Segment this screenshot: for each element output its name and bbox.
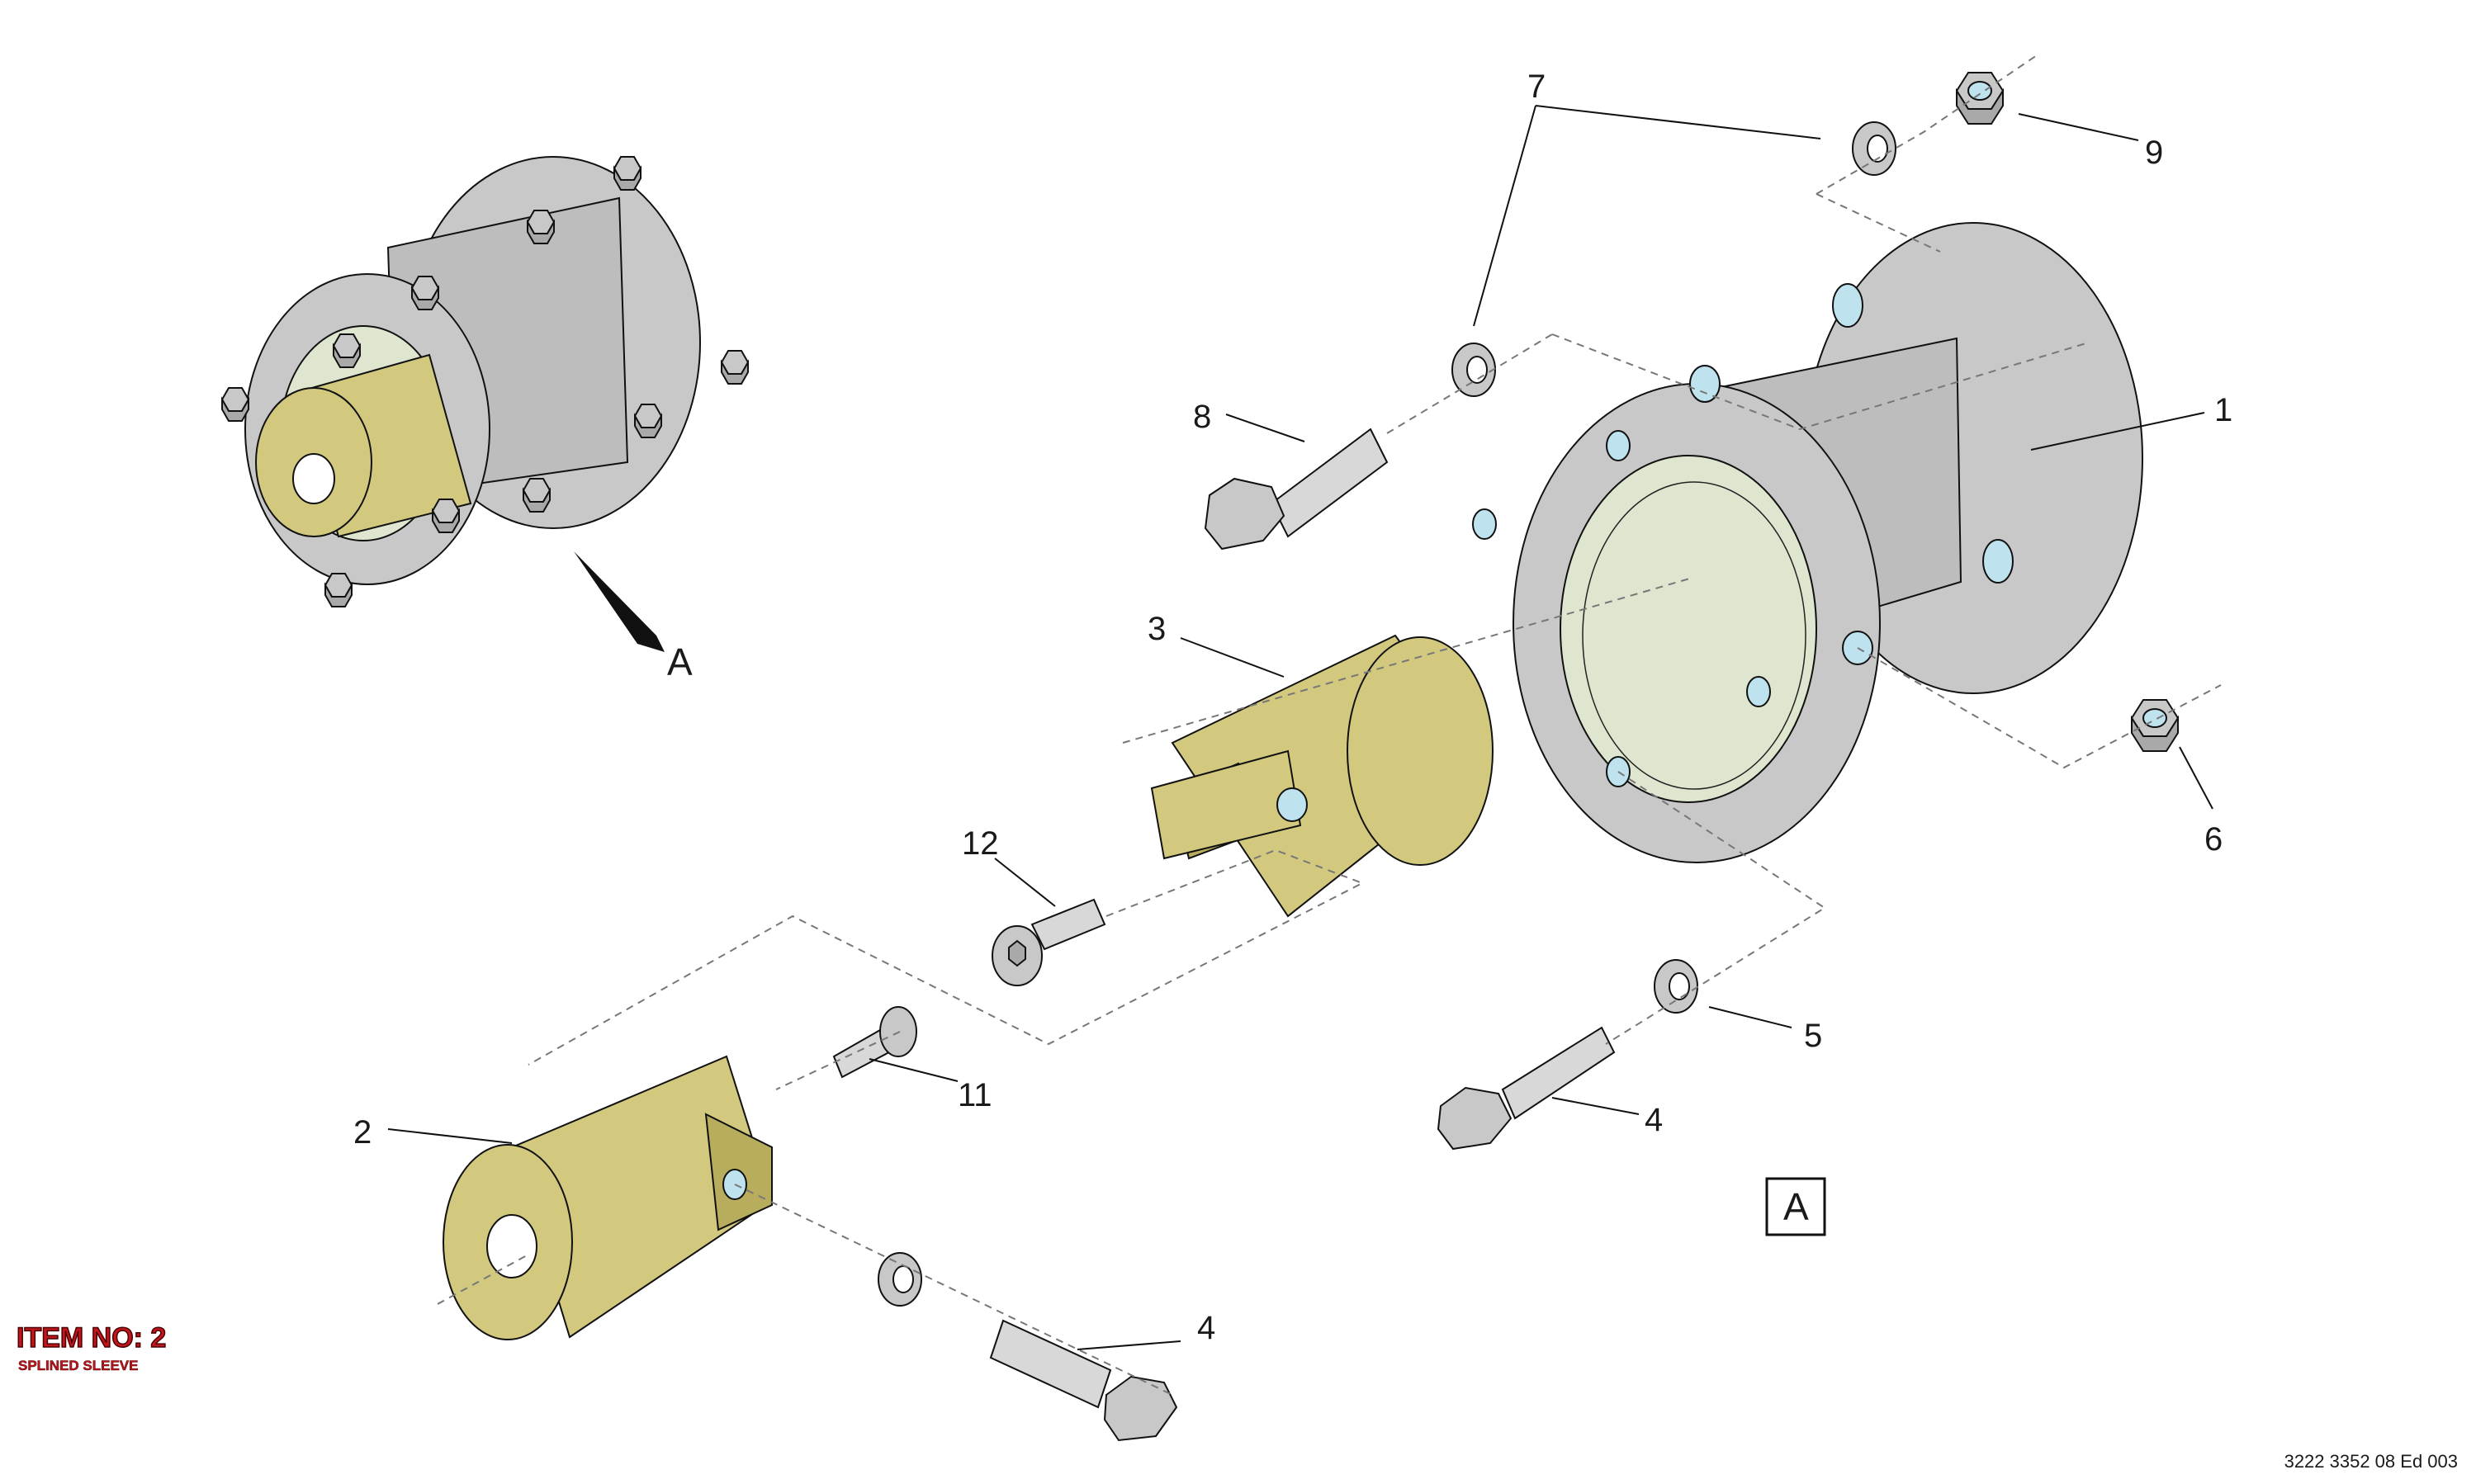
callout-11: 11 [958, 1077, 992, 1113]
part-5-washer [1654, 959, 1698, 1014]
part-12-cap-screw [992, 898, 1106, 986]
callout-2: 2 [353, 1114, 372, 1151]
assembled-coupling-view: A [221, 156, 749, 683]
part-8-bolt [1204, 428, 1389, 551]
callout-numbers: 1 2 3 4 4 5 6 7 8 9 11 12 [353, 69, 2232, 1346]
callout-1: 1 [2214, 392, 2232, 428]
view-arrow [574, 551, 665, 652]
item-number-title: ITEM NO: 2 [16, 1321, 167, 1354]
part-3-splined-hub [1150, 634, 1494, 918]
leader-lines [387, 105, 2213, 1350]
part-2-splined-sleeve [443, 1055, 774, 1340]
view-box-label: A [1765, 1177, 1826, 1236]
callout-5: 5 [1804, 1018, 1822, 1054]
item-description: SPLINED SLEEVE [18, 1358, 139, 1374]
part-1-flanged-housing [1472, 222, 2143, 863]
part-washer-lower [878, 1252, 922, 1307]
part-7-washer-top [1852, 121, 1896, 176]
part-11-cap-screw [832, 1006, 917, 1079]
callout-9: 9 [2145, 135, 2163, 171]
part-6-nut [2131, 699, 2179, 752]
document-reference: 3222 3352 08 Ed 003 [2284, 1451, 2458, 1472]
part-9-nut [1956, 72, 2004, 125]
callout-3: 3 [1148, 611, 1166, 647]
part-7-washer-upper [1451, 343, 1496, 397]
view-box-text: A [1783, 1185, 1809, 1228]
callout-12: 12 [962, 825, 999, 862]
callout-4-right: 4 [1645, 1102, 1663, 1138]
callout-4-lower: 4 [1197, 1310, 1215, 1346]
callout-6: 6 [2204, 821, 2223, 858]
callout-7: 7 [1527, 69, 1546, 105]
part-4-bolt-right [1437, 1026, 1616, 1151]
assembly-centerlines [437, 53, 2222, 1396]
view-marker-label: A [667, 640, 693, 683]
sleeve-bore [292, 453, 335, 504]
part-4-bolt-lower [989, 1319, 1178, 1442]
callout-8: 8 [1193, 399, 1211, 435]
